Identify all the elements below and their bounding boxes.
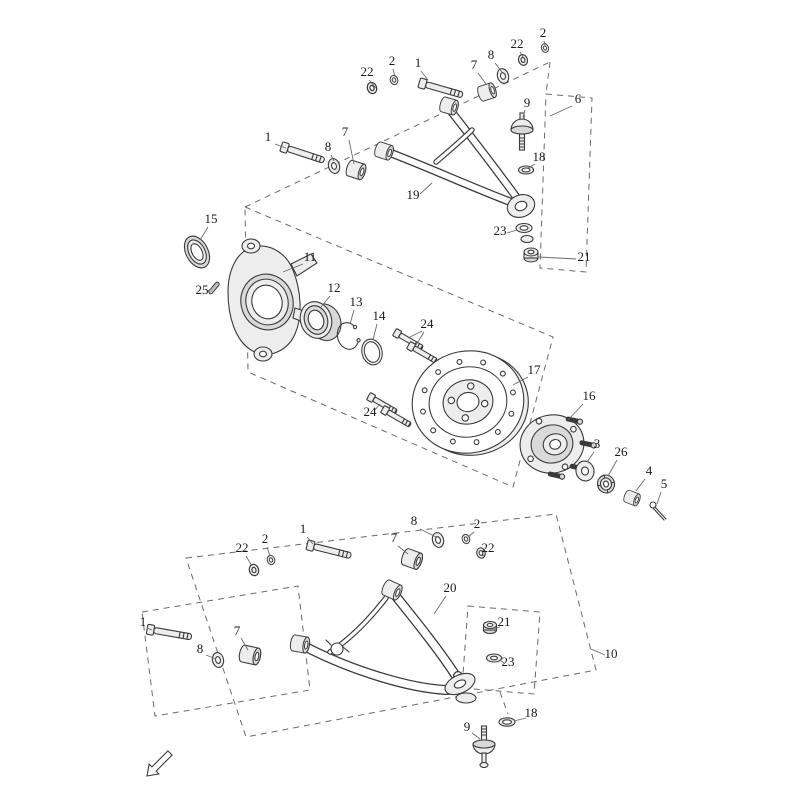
nut-21-upper bbox=[523, 247, 539, 263]
callout-l8a: 8 bbox=[411, 513, 418, 528]
callout-u22b: 22 bbox=[511, 36, 524, 51]
wheel-hub-16 bbox=[519, 414, 597, 480]
brake-line-clamp bbox=[325, 639, 350, 656]
callout-u6: 6 bbox=[575, 91, 582, 106]
lower-a-arm bbox=[288, 578, 477, 704]
callout-l2b: 2 bbox=[474, 516, 481, 531]
dashed-boundaries bbox=[141, 61, 597, 738]
pin-25 bbox=[208, 281, 220, 295]
callout-m5: 5 bbox=[661, 476, 668, 491]
callout-m24a: 24 bbox=[421, 316, 435, 331]
callout-labels: 22 2 1 7 8 22 2 9 6 1 8 7 19 18 23 21 15… bbox=[140, 25, 668, 734]
upper-a-arm-assembly bbox=[279, 42, 551, 263]
callout-l10: 10 bbox=[605, 646, 618, 661]
callout-l22a: 22 bbox=[236, 540, 249, 555]
leader-lines bbox=[146, 40, 662, 740]
callout-u7b: 7 bbox=[342, 124, 349, 139]
washer-23-lower bbox=[485, 653, 503, 663]
bushing-7-lower-front bbox=[237, 643, 263, 667]
callout-m14: 14 bbox=[373, 308, 387, 323]
ring-14 bbox=[361, 338, 383, 366]
callout-m11: 11 bbox=[304, 249, 317, 264]
callout-u22a: 22 bbox=[361, 64, 374, 79]
callout-u9: 9 bbox=[524, 95, 531, 110]
callout-u18: 18 bbox=[533, 149, 546, 164]
ball-joint-housing bbox=[506, 194, 536, 218]
ball-joint-lower bbox=[472, 725, 496, 769]
callout-u7a: 7 bbox=[471, 57, 478, 72]
callout-l1a: 1 bbox=[300, 521, 307, 536]
callout-m24b: 24 bbox=[364, 404, 378, 419]
brake-disc-17 bbox=[411, 350, 529, 456]
callout-u1b: 1 bbox=[265, 129, 272, 144]
upper-a-arm bbox=[372, 95, 536, 218]
ball-joint-upper bbox=[510, 112, 534, 151]
callout-l7a: 7 bbox=[391, 530, 398, 545]
callout-l20: 20 bbox=[444, 580, 457, 595]
oring-18-upper bbox=[517, 165, 535, 175]
callout-m16: 16 bbox=[583, 388, 597, 403]
callout-l22b: 22 bbox=[482, 540, 495, 555]
callout-u8b: 8 bbox=[325, 139, 332, 154]
lower-a-arm-assembly bbox=[145, 530, 516, 769]
callout-u19: 19 bbox=[407, 187, 420, 202]
callout-u23: 23 bbox=[494, 223, 507, 238]
ball-joint-plate bbox=[444, 672, 476, 696]
wheel-bearing-12 bbox=[299, 301, 342, 342]
callout-u1a: 1 bbox=[415, 55, 422, 70]
callout-m4: 4 bbox=[646, 463, 653, 478]
nut-21-lower bbox=[482, 620, 498, 635]
washer-3 bbox=[575, 460, 595, 482]
circlip-13 bbox=[336, 322, 361, 350]
callout-l23: 23 bbox=[502, 654, 515, 669]
callout-u21: 21 bbox=[578, 249, 591, 264]
washers-23-upper bbox=[515, 222, 534, 244]
seal-ring-26 bbox=[596, 474, 616, 494]
callout-m26: 26 bbox=[615, 444, 629, 459]
callout-m15: 15 bbox=[205, 211, 218, 226]
callout-u8a: 8 bbox=[488, 47, 495, 62]
callout-u2a: 2 bbox=[389, 53, 396, 68]
callout-l18: 18 bbox=[525, 705, 538, 720]
callout-m13: 13 bbox=[350, 294, 363, 309]
callout-m17: 17 bbox=[528, 362, 542, 377]
cotter-pin-5 bbox=[649, 501, 667, 521]
callout-u2b: 2 bbox=[540, 25, 547, 40]
knuckle-hub-assembly bbox=[183, 235, 667, 521]
callout-l2a: 2 bbox=[262, 531, 269, 546]
seal-15 bbox=[183, 235, 211, 269]
callout-m25: 25 bbox=[196, 282, 209, 297]
callout-m3: 3 bbox=[594, 436, 601, 451]
callout-l9: 9 bbox=[464, 719, 471, 734]
callout-l21: 21 bbox=[498, 614, 511, 629]
callout-l1b: 1 bbox=[140, 614, 147, 629]
oring-18-lower bbox=[498, 717, 516, 727]
callout-m12: 12 bbox=[328, 280, 341, 295]
direction-arrow-icon bbox=[146, 750, 173, 777]
steering-knuckle-11 bbox=[227, 238, 318, 362]
callout-l8b: 8 bbox=[197, 641, 204, 656]
callout-l7b: 7 bbox=[234, 623, 241, 638]
